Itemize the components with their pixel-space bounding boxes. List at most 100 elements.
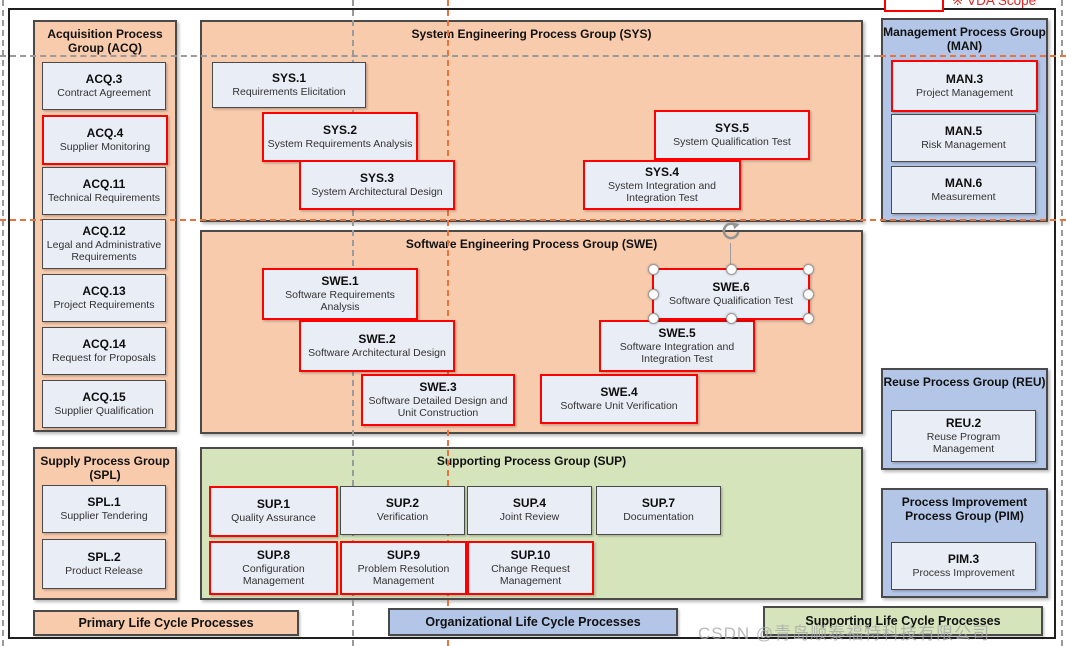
process-code: MAN.3 bbox=[945, 71, 984, 86]
process-name: System Integration and Integration Test bbox=[608, 179, 716, 204]
process-sys3[interactable]: SYS.3 System Architectural Design bbox=[299, 160, 455, 210]
process-sys5[interactable]: SYS.5 System Qualification Test bbox=[654, 110, 810, 160]
selection-handle-middle-right[interactable] bbox=[803, 289, 814, 300]
process-code: ACQ.11 bbox=[82, 176, 126, 191]
process-name: Process Improvement bbox=[912, 566, 1015, 579]
process-code: SUP.1 bbox=[256, 497, 291, 512]
process-acq15[interactable]: ACQ.15 Supplier Qualification bbox=[42, 380, 166, 428]
group-swe[interactable]: Software Engineering Process Group (SWE)… bbox=[200, 222, 863, 434]
process-name: Quality Assurance bbox=[231, 512, 316, 525]
legend-supporting[interactable]: Supporting Life Cycle Processes bbox=[763, 606, 1043, 636]
page-break-horizontal-top bbox=[0, 55, 880, 57]
legend-primary[interactable]: Primary Life Cycle Processes bbox=[33, 610, 299, 636]
vda-scope-swatch bbox=[884, 0, 944, 12]
process-name: Software Architectural Design bbox=[308, 346, 446, 359]
process-code: ACQ.15 bbox=[82, 389, 126, 404]
process-sup9[interactable]: SUP.9 Problem Resolution Management bbox=[340, 541, 467, 595]
process-reu2[interactable]: REU.2 Reuse Program Management bbox=[891, 410, 1036, 462]
process-man6[interactable]: MAN.6 Measurement bbox=[891, 166, 1036, 214]
process-code: ACQ.3 bbox=[85, 71, 123, 86]
process-spl2[interactable]: SPL.2 Product Release bbox=[42, 539, 166, 589]
process-code: ACQ.12 bbox=[82, 223, 126, 238]
process-name: Software Detailed Design and Unit Constr… bbox=[368, 394, 508, 419]
group-reu[interactable]: Reuse Process Group (REU) REU.2 Reuse Pr… bbox=[881, 368, 1048, 470]
process-acq3[interactable]: ACQ.3 Contract Agreement bbox=[42, 62, 166, 110]
process-code: SUP.10 bbox=[510, 547, 551, 562]
diagram-outer-border bbox=[8, 8, 1056, 639]
process-sup4[interactable]: SUP.4 Joint Review bbox=[467, 486, 592, 535]
group-sys[interactable]: System Engineering Process Group (SYS) S… bbox=[200, 20, 863, 222]
process-code: SPL.1 bbox=[87, 494, 121, 509]
process-name: Software Integration and Integration Tes… bbox=[619, 340, 735, 365]
process-name: System Architectural Design bbox=[311, 185, 443, 198]
process-code: REU.2 bbox=[945, 415, 982, 430]
process-acq11[interactable]: ACQ.11 Technical Requirements bbox=[42, 167, 166, 215]
process-sup2[interactable]: SUP.2 Verification bbox=[340, 486, 465, 535]
rotate-handle-icon[interactable] bbox=[720, 221, 742, 248]
group-man-title: Management Process Group (MAN) bbox=[883, 25, 1046, 54]
process-sup8[interactable]: SUP.8 Configuration Management bbox=[209, 541, 338, 595]
group-spl[interactable]: Supply Process Group (SPL) SPL.1 Supplie… bbox=[33, 447, 177, 600]
process-acq13[interactable]: ACQ.13 Project Requirements bbox=[42, 274, 166, 322]
process-sup1[interactable]: SUP.1 Quality Assurance bbox=[209, 486, 338, 537]
group-pim-title: Process Improvement Process Group (PIM) bbox=[901, 495, 1028, 524]
process-name: System Requirements Analysis bbox=[267, 137, 413, 150]
group-sup[interactable]: Supporting Process Group (SUP) SUP.1 Qua… bbox=[200, 447, 863, 600]
process-name: Supplier Monitoring bbox=[59, 140, 151, 153]
process-acq14[interactable]: ACQ.14 Request for Proposals bbox=[42, 327, 166, 375]
process-code: SWE.3 bbox=[419, 379, 457, 394]
selection-handle-bottom-left[interactable] bbox=[648, 313, 659, 324]
process-name: Request for Proposals bbox=[52, 351, 156, 364]
page-break-vertical-left bbox=[2, 0, 4, 646]
legend-organizational[interactable]: Organizational Life Cycle Processes bbox=[388, 608, 678, 636]
process-swe5[interactable]: SWE.5 Software Integration and Integrati… bbox=[599, 320, 755, 372]
process-code: SUP.9 bbox=[386, 547, 421, 562]
selection-handle-middle-left[interactable] bbox=[648, 289, 659, 300]
group-acq[interactable]: Acquisition Process Group (ACQ) ACQ.3 Co… bbox=[33, 20, 177, 432]
process-swe1[interactable]: SWE.1 Software Requirements Analysis bbox=[262, 268, 418, 320]
process-name: Software Unit Verification bbox=[560, 399, 678, 412]
process-swe6-selected[interactable]: SWE.6 Software Qualification Test bbox=[648, 222, 814, 324]
selection-handle-top-left[interactable] bbox=[648, 264, 659, 275]
process-sup10[interactable]: SUP.10 Change Request Management bbox=[467, 541, 594, 595]
process-code: SYS.1 bbox=[271, 70, 307, 85]
process-code: SWE.2 bbox=[358, 331, 396, 346]
process-code: SYS.3 bbox=[359, 170, 395, 185]
selection-handle-top-center[interactable] bbox=[726, 264, 737, 275]
process-code: MAN.6 bbox=[944, 175, 983, 190]
process-spl1[interactable]: SPL.1 Supplier Tendering bbox=[42, 485, 166, 533]
process-sys1[interactable]: SYS.1 Requirements Elicitation bbox=[212, 62, 366, 108]
process-man3[interactable]: MAN.3 Project Management bbox=[891, 60, 1038, 112]
group-swe-title: Software Engineering Process Group (SWE) bbox=[405, 237, 658, 251]
process-code: SWE.6 bbox=[712, 279, 750, 294]
process-code: ACQ.4 bbox=[86, 125, 124, 140]
watermark: CSDN @青岛顺泰福特科技有限公司 bbox=[698, 624, 991, 643]
process-name: Technical Requirements bbox=[47, 191, 161, 204]
process-code: SYS.5 bbox=[714, 120, 750, 135]
selection-handle-bottom-right[interactable] bbox=[803, 313, 814, 324]
process-swe2[interactable]: SWE.2 Software Architectural Design bbox=[299, 320, 455, 372]
group-acq-title: Acquisition Process Group (ACQ) bbox=[47, 27, 163, 56]
process-pim3[interactable]: PIM.3 Process Improvement bbox=[891, 542, 1036, 590]
group-sys-title: System Engineering Process Group (SYS) bbox=[411, 27, 652, 41]
process-name: Verification bbox=[376, 511, 429, 524]
process-swe3[interactable]: SWE.3 Software Detailed Design and Unit … bbox=[361, 374, 515, 426]
selection-handle-bottom-center[interactable] bbox=[726, 313, 737, 324]
process-acq12[interactable]: ACQ.12 Legal and Administrative Requirem… bbox=[42, 219, 166, 269]
rotate-handle-connector bbox=[730, 243, 731, 266]
group-pim[interactable]: Process Improvement Process Group (PIM) … bbox=[881, 488, 1048, 598]
process-name: Reuse Program Management bbox=[926, 430, 1001, 455]
process-man5[interactable]: MAN.5 Risk Management bbox=[891, 114, 1036, 162]
process-acq4[interactable]: ACQ.4 Supplier Monitoring bbox=[42, 115, 168, 165]
process-code: SWE.4 bbox=[600, 384, 638, 399]
process-sup7[interactable]: SUP.7 Documentation bbox=[596, 486, 721, 535]
process-code: SPL.2 bbox=[87, 549, 121, 564]
process-swe4[interactable]: SWE.4 Software Unit Verification bbox=[540, 374, 698, 424]
group-man[interactable]: Management Process Group (MAN) MAN.3 Pro… bbox=[881, 18, 1048, 222]
process-name: Problem Resolution Management bbox=[357, 562, 450, 587]
process-sys4[interactable]: SYS.4 System Integration and Integration… bbox=[583, 160, 741, 210]
selection-handle-top-right[interactable] bbox=[803, 264, 814, 275]
process-sys2[interactable]: SYS.2 System Requirements Analysis bbox=[262, 112, 418, 162]
group-sup-title: Supporting Process Group (SUP) bbox=[436, 454, 627, 468]
